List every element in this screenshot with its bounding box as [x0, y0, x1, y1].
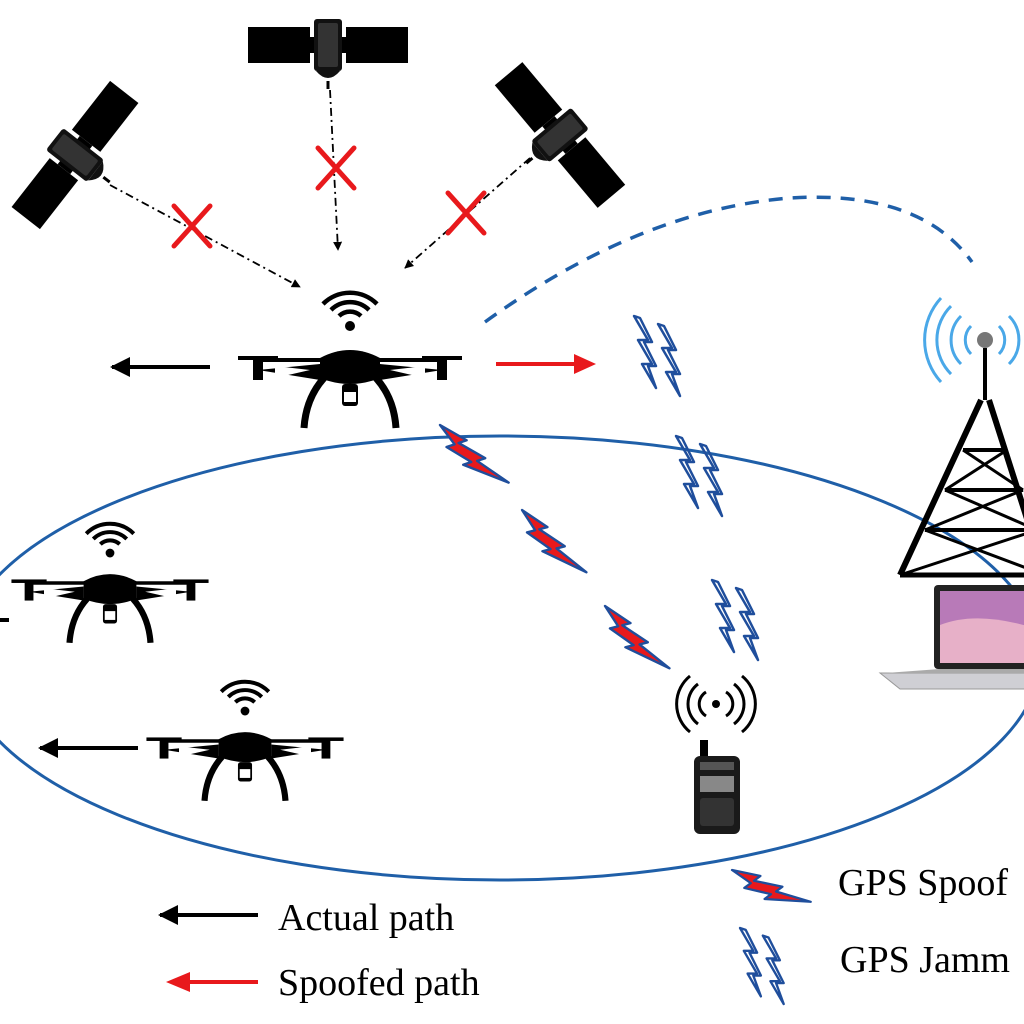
blocked-x-icon: [448, 193, 484, 233]
cell-tower-icon: [897, 296, 1024, 578]
handheld-radio-icon: [675, 674, 757, 834]
legend-jamming-icon: [740, 928, 784, 1004]
gps-signal-line: [404, 157, 531, 269]
jamming-signal-icon: [676, 436, 722, 516]
actual-path-arrow-fragment: [0, 618, 9, 622]
legend-jamming-label: GPS Jamm: [840, 939, 1010, 981]
jamming-signal-icon: [634, 316, 680, 396]
legend-spoofing-label: GPS Spoof: [838, 862, 1008, 904]
spoofed-path-arrowhead: [574, 354, 596, 374]
blocked-x-icon: [318, 148, 354, 188]
gps-signal-line: [109, 184, 301, 288]
satellite-icon: [3, 74, 161, 247]
control-link-dashed: [483, 195, 974, 324]
spoofing-signal-icon: [593, 604, 681, 670]
drone-icon: [146, 682, 343, 801]
blocked-x-icon: [174, 206, 210, 246]
satellite-icon: [246, 17, 410, 91]
legend-spoofed-arrowhead: [166, 972, 190, 992]
spoofing-signal-icon: [432, 423, 517, 484]
jamming-signal-icon: [712, 580, 758, 660]
legend-actual-label: Actual path: [278, 897, 454, 939]
laptop-icon: [878, 585, 1024, 690]
legend-spoofing-icon: [730, 856, 812, 916]
satellite-icon: [473, 55, 633, 227]
coverage-area-ellipse: [0, 434, 1024, 882]
legend-spoofed-label: Spoofed path: [278, 962, 480, 1004]
spoofing-signal-icon: [510, 508, 598, 574]
drone-icon: [238, 293, 462, 428]
gps-signal-line: [329, 89, 343, 251]
